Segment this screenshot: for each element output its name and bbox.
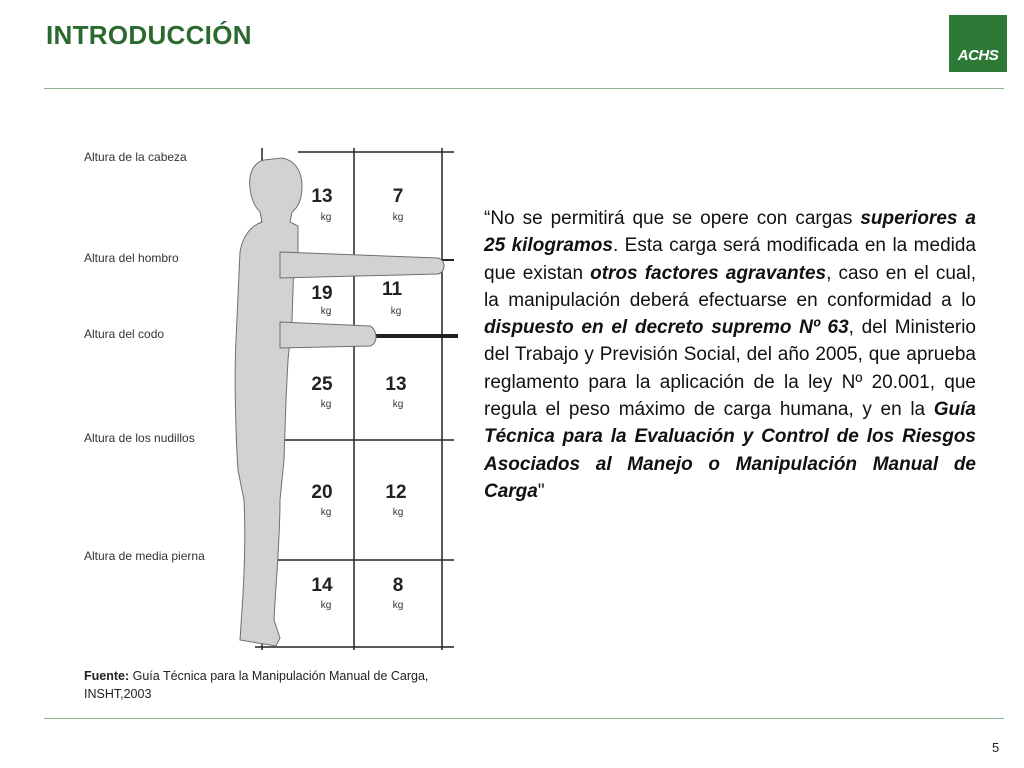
- load-weight-figure: Altura de la cabeza Altura del hombro Al…: [66, 140, 476, 658]
- shoulder-height-label: Altura del hombro: [84, 251, 179, 265]
- quote-text: , caso en el cual, la manipulación deber…: [484, 262, 976, 311]
- source-text: Guía Técnica para la Manipulación Manual…: [84, 669, 429, 701]
- source-label: Fuente:: [84, 669, 130, 683]
- weight-cell-value: 8: [392, 575, 404, 596]
- weight-cell-value: 11: [381, 279, 403, 300]
- achs-logo: ACHS: [949, 15, 1007, 72]
- quote-emphasis: dispuesto en el decreto supremo Nº 63: [484, 317, 849, 339]
- footer-divider: [44, 718, 1004, 719]
- figure-source: Fuente: Guía Técnica para la Manipulació…: [84, 667, 444, 703]
- quote-text: . Esta carga será modificada en la medid…: [484, 235, 977, 284]
- weight-cell-value: 19: [311, 283, 333, 304]
- quote-emphasis: superiores a 25 kilogramos: [484, 208, 976, 257]
- quote-text: , del Ministerio del Trabajo y Previsión…: [484, 317, 976, 421]
- head-height-label: Altura de la cabeza: [84, 150, 187, 164]
- weight-cell-value: 7: [392, 186, 404, 207]
- weight-cell-value: 25: [311, 374, 333, 395]
- mid-leg-height-label: Altura de media pierna: [84, 549, 205, 563]
- weight-cell-unit: kg: [320, 212, 332, 223]
- weight-cell-unit: kg: [392, 399, 404, 410]
- regulation-quote: “No se permitirá que se opere con cargas…: [484, 205, 976, 505]
- page-title: INTRODUCCIÓN: [46, 20, 252, 50]
- weight-cell-value: 13: [385, 374, 407, 395]
- page-number: 5: [992, 740, 1000, 755]
- quote-text: “No se permitirá que se opere con cargas: [484, 208, 861, 229]
- weight-cell-unit: kg: [392, 507, 404, 518]
- weight-cell-value: 12: [385, 482, 407, 503]
- weight-cell-value: 14: [311, 575, 333, 596]
- weight-cell-unit: kg: [320, 306, 332, 317]
- weight-cell-unit: kg: [390, 306, 402, 317]
- knuckle-height-label: Altura de los nudillos: [84, 431, 195, 445]
- weight-cell-unit: kg: [392, 600, 404, 611]
- quote-text: ": [537, 480, 545, 502]
- weight-cell-unit: kg: [320, 600, 332, 611]
- body-silhouette-diagram: [234, 148, 458, 650]
- weight-cell-unit: kg: [392, 212, 404, 223]
- header-divider: [44, 88, 1004, 89]
- weight-cell-unit: kg: [320, 399, 332, 410]
- quote-emphasis: otros factores agravantes: [590, 262, 827, 284]
- quote-emphasis: Guía Técnica para la Evaluación y Contro…: [484, 399, 976, 502]
- elbow-height-label: Altura del codo: [84, 327, 165, 341]
- weight-cell-value: 13: [311, 186, 333, 207]
- weight-cell-value: 20: [311, 482, 333, 503]
- weight-cell-unit: kg: [320, 507, 332, 518]
